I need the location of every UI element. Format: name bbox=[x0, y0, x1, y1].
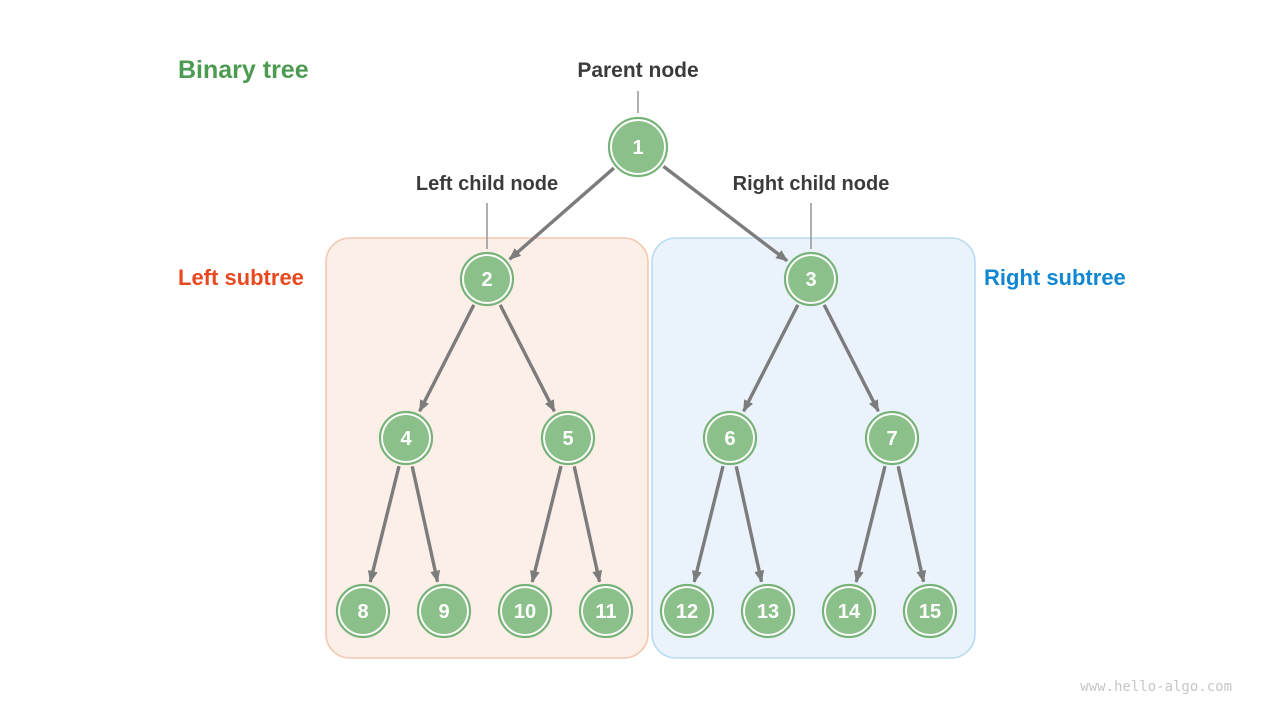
node-value: 13 bbox=[757, 601, 779, 623]
edge-7-14 bbox=[854, 465, 887, 583]
right-subtree-label: Right subtree bbox=[984, 265, 1126, 290]
parent-node-label: Parent node bbox=[577, 59, 699, 82]
node-circle bbox=[745, 588, 791, 634]
edge-5-11 bbox=[572, 465, 603, 583]
tree-node-11: 11 bbox=[578, 583, 634, 639]
node-circle bbox=[545, 415, 591, 461]
node-value: 1 bbox=[632, 137, 643, 159]
node-value: 10 bbox=[514, 601, 536, 623]
edge-2-4 bbox=[418, 304, 476, 413]
tree-node-2: 2 bbox=[459, 251, 515, 307]
node-circle bbox=[907, 588, 953, 634]
node-value: 12 bbox=[676, 601, 698, 623]
node-value: 14 bbox=[838, 601, 861, 623]
left-child-node-label: Left child node bbox=[415, 173, 559, 195]
node-circle bbox=[421, 588, 467, 634]
right-subtree-box bbox=[651, 237, 976, 659]
node-value: 8 bbox=[357, 601, 368, 623]
edge-2-5 bbox=[498, 304, 556, 413]
node-value: 2 bbox=[481, 269, 492, 291]
edge-1-2 bbox=[508, 166, 616, 261]
tree-node-13: 13 bbox=[740, 583, 796, 639]
node-value: 6 bbox=[724, 428, 735, 450]
right-child-node-label: Right child node bbox=[732, 173, 890, 195]
node-circle bbox=[788, 256, 834, 302]
edge-6-13 bbox=[734, 465, 765, 583]
tree-node-15: 15 bbox=[902, 583, 958, 639]
tree-node-7: 7 bbox=[864, 410, 920, 466]
edge-1-3 bbox=[662, 165, 789, 263]
node-value: 7 bbox=[886, 428, 897, 450]
edge-6-12 bbox=[692, 465, 725, 583]
node-circle bbox=[383, 415, 429, 461]
tree-node-9: 9 bbox=[416, 583, 472, 639]
node-circle bbox=[826, 588, 872, 634]
node-value: 9 bbox=[438, 601, 449, 623]
node-circle bbox=[612, 121, 664, 173]
edge-3-6 bbox=[742, 304, 800, 413]
tree-node-10: 10 bbox=[497, 583, 553, 639]
tree-node-6: 6 bbox=[702, 410, 758, 466]
page-title: Binary tree bbox=[178, 56, 309, 84]
edge-5-10 bbox=[530, 465, 563, 583]
node-circle bbox=[707, 415, 753, 461]
node-circle bbox=[664, 588, 710, 634]
edge-4-8 bbox=[368, 465, 401, 583]
edge-4-9 bbox=[410, 465, 441, 583]
node-circle bbox=[869, 415, 915, 461]
tree-node-4: 4 bbox=[378, 410, 434, 466]
tree-node-14: 14 bbox=[821, 583, 877, 639]
node-value: 3 bbox=[805, 269, 816, 291]
edge-3-7 bbox=[822, 304, 880, 413]
tree-node-3: 3 bbox=[783, 251, 839, 307]
node-value: 11 bbox=[595, 601, 616, 623]
node-value: 5 bbox=[562, 428, 573, 450]
node-circle bbox=[502, 588, 548, 634]
watermark: www.hello-algo.com bbox=[1080, 679, 1232, 695]
node-value: 4 bbox=[400, 428, 412, 450]
node-value: 15 bbox=[919, 601, 941, 623]
edge-7-15 bbox=[896, 465, 927, 583]
left-subtree-label: Left subtree bbox=[178, 265, 304, 290]
node-circle bbox=[464, 256, 510, 302]
tree-node-8: 8 bbox=[335, 583, 391, 639]
tree-node-1: 1 bbox=[607, 116, 669, 178]
tree-node-12: 12 bbox=[659, 583, 715, 639]
node-circle bbox=[340, 588, 386, 634]
tree-node-5: 5 bbox=[540, 410, 596, 466]
node-circle bbox=[583, 588, 629, 634]
